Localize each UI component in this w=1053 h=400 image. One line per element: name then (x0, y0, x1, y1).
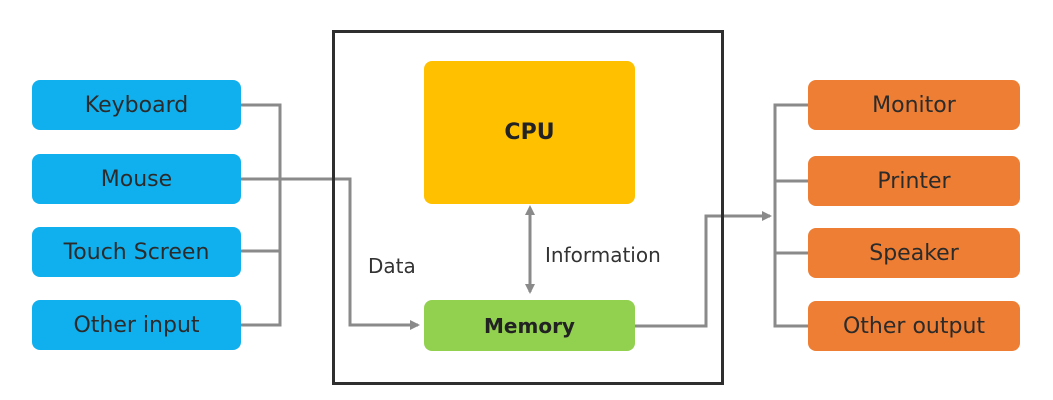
input-keyboard: Keyboard (32, 80, 241, 130)
memory-box: Memory (424, 300, 635, 351)
data-arrow (241, 177, 420, 330)
data-label: Data (368, 254, 416, 278)
output-monitor: Monitor (808, 80, 1020, 130)
memory-output-line (635, 211, 772, 328)
information-label: Information (545, 243, 661, 267)
input-other: Other input (32, 300, 241, 350)
output-printer: Printer (808, 156, 1020, 206)
input-mouse: Mouse (32, 154, 241, 204)
system-unit-frame (332, 30, 724, 385)
input-touch-screen: Touch Screen (32, 227, 241, 277)
input-bus-line (241, 103, 282, 327)
output-other: Other output (808, 301, 1020, 351)
output-bus-line (773, 103, 808, 328)
cpu-box: CPU (424, 61, 635, 204)
output-speaker: Speaker (808, 228, 1020, 278)
